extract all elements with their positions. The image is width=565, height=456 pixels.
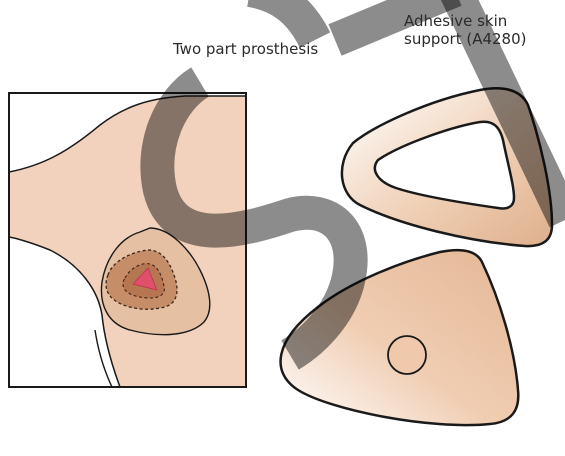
label-adhesive-skin-support: Adhesive skin support (A4280) — [404, 12, 527, 48]
label-adhesive-line1: Adhesive skin — [404, 12, 527, 30]
watermark-top-curve — [250, 0, 315, 40]
nipple — [388, 336, 426, 374]
label-two-part-prosthesis: Two part prosthesis — [173, 40, 318, 58]
label-adhesive-line2: support (A4280) — [404, 30, 527, 48]
